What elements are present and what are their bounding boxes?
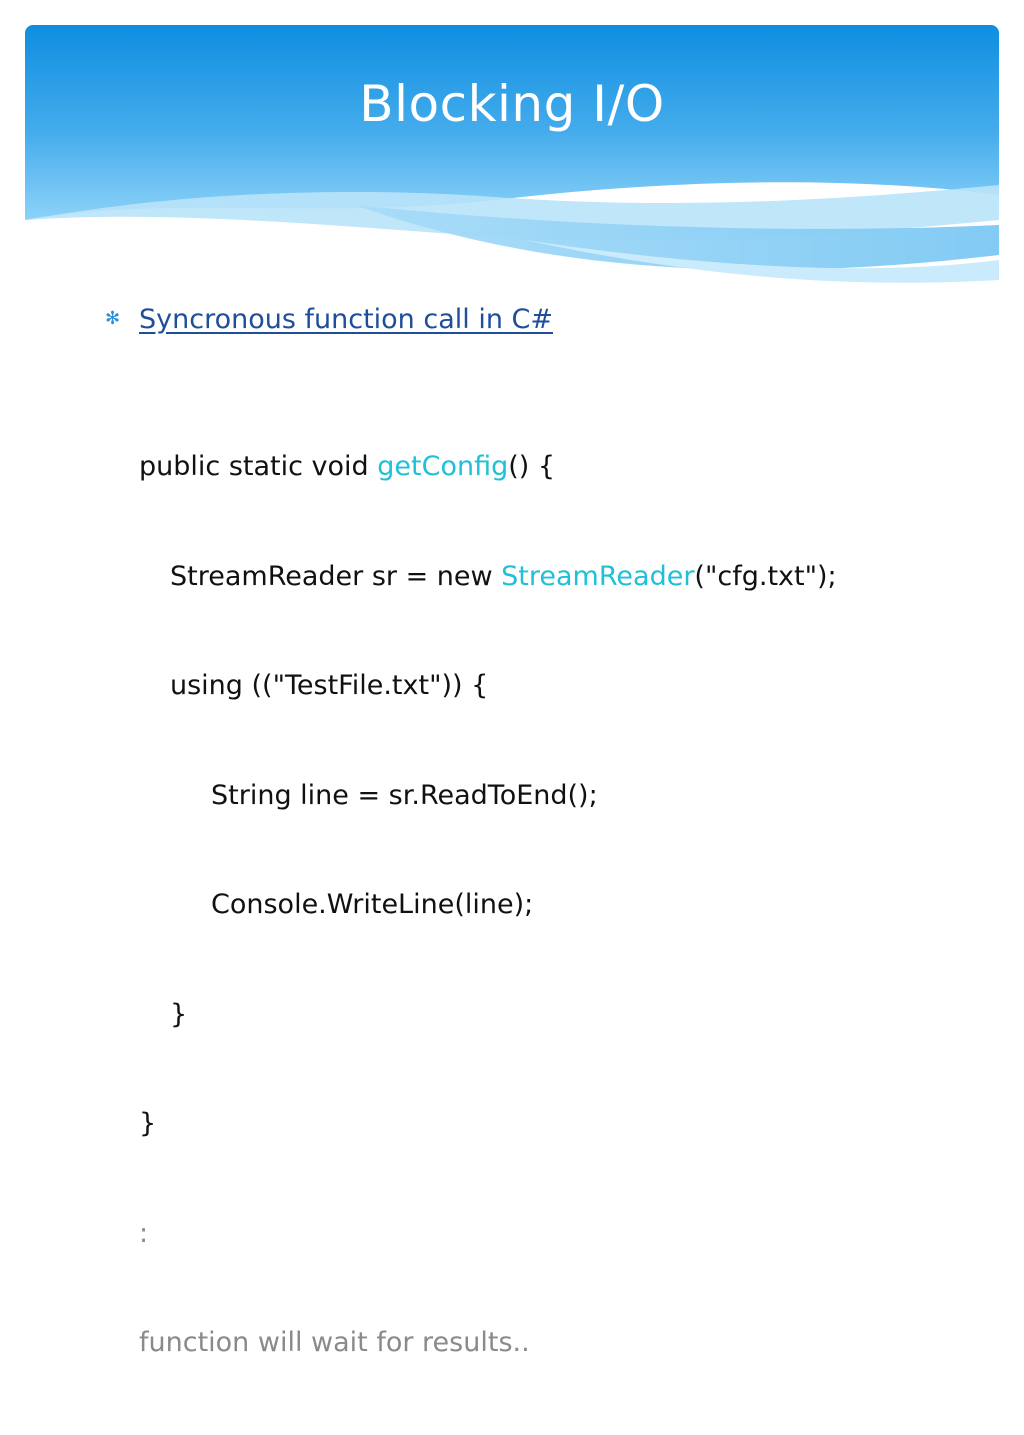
code-line-6: } xyxy=(170,998,188,1030)
code-keyword: StreamReader xyxy=(501,560,695,592)
code-line-1: public static void getConfig() { xyxy=(139,449,837,486)
slide-title: Blocking I/O xyxy=(359,75,665,133)
bullet-item: ✻ Syncronous function call in C# xyxy=(105,304,985,344)
bullet-link[interactable]: Syncronous function call in C# xyxy=(139,304,554,335)
header-banner xyxy=(25,25,999,285)
code-text: StreamReader sr = new xyxy=(170,560,502,592)
code-line-8: : xyxy=(139,1217,149,1249)
code-text: public static void xyxy=(139,451,378,482)
code-line-9: function will wait for results.. xyxy=(139,1327,530,1358)
code-line-2: StreamReader sr = new StreamReader("cfg.… xyxy=(139,559,837,596)
code-line-3: using (("TestFile.txt")) { xyxy=(170,670,489,701)
code-text: ("cfg.txt"); xyxy=(694,560,837,592)
code-line-7: } xyxy=(139,1108,157,1139)
code-text: () { xyxy=(508,451,556,482)
asterisk-bullet-icon: ✻ xyxy=(105,308,121,329)
slide-content: ✻ Syncronous function call in C# public … xyxy=(105,304,985,1358)
code-block: public static void getConfig() { StreamR… xyxy=(139,376,837,1435)
header-wave-graphic xyxy=(25,25,999,285)
code-line-5: Console.WriteLine(line); xyxy=(211,889,534,920)
slide: Blocking I/O ✻ Syncronous function call … xyxy=(25,25,999,1358)
code-keyword: getConfig xyxy=(377,451,509,482)
code-line-4: String line = sr.ReadToEnd(); xyxy=(211,779,598,811)
